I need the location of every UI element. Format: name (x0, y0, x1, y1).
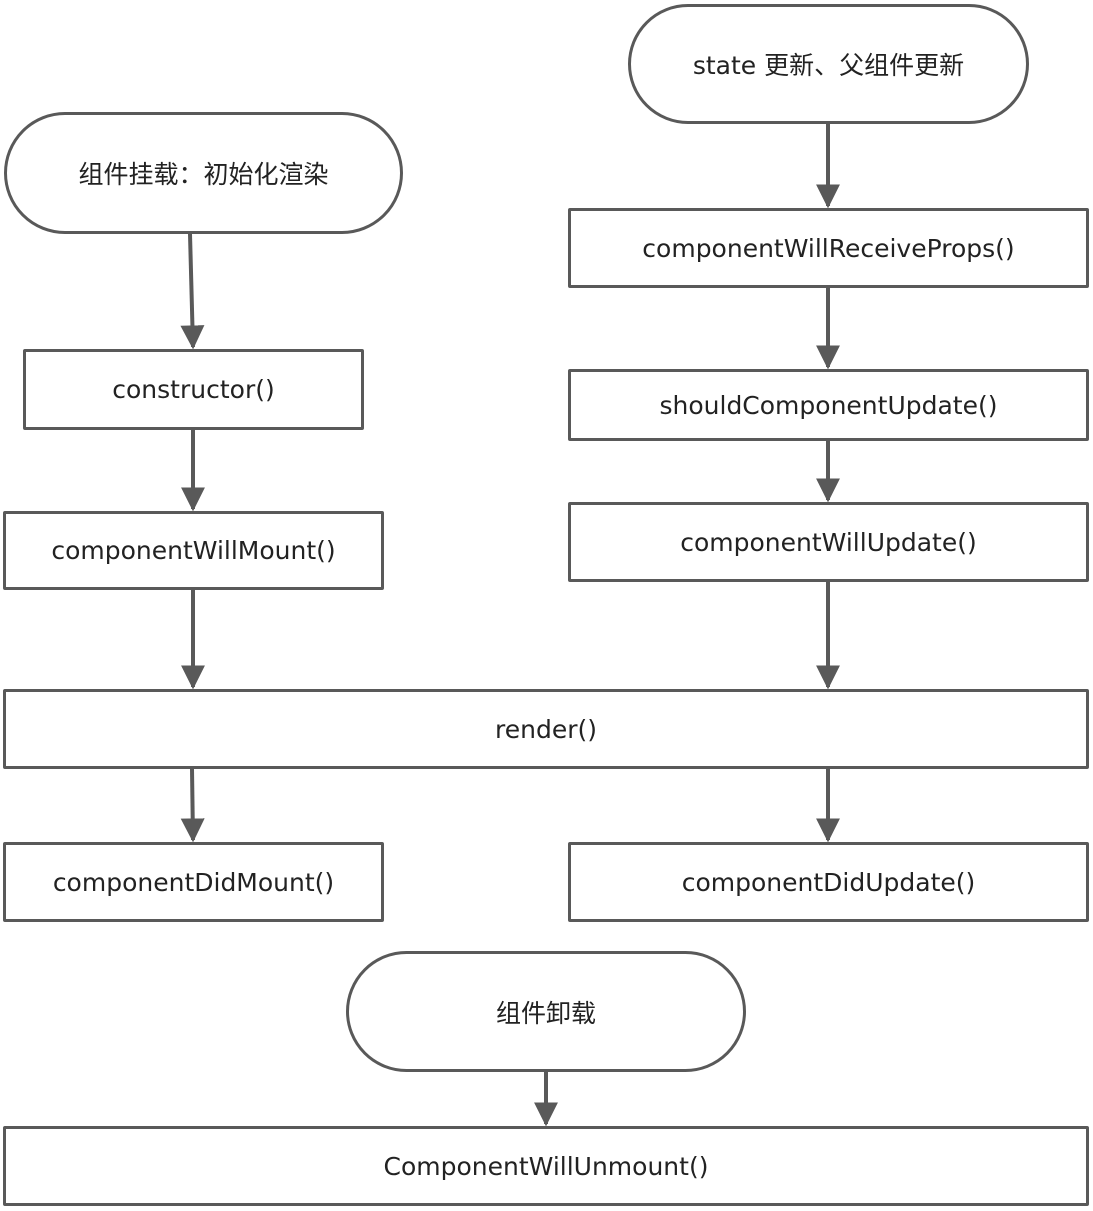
will-mount-label: componentWillMount() (51, 536, 336, 565)
render-label: render() (495, 714, 597, 744)
will-update-label: componentWillUpdate() (680, 527, 977, 557)
did-mount-node: componentDidMount() (3, 842, 384, 922)
did-update-label: componentDidUpdate() (681, 867, 976, 897)
will-mount-node: componentWillMount() (3, 511, 384, 590)
should-update-label: shouldComponentUpdate() (659, 390, 998, 420)
mount-start-node: 组件挂载：初始化渲染 (4, 112, 403, 234)
will-receive-props-node: componentWillReceiveProps() (568, 208, 1089, 288)
edge-render-to-did-mount (180, 768, 205, 843)
constructor-node: constructor() (23, 349, 364, 430)
render-node: render() (3, 689, 1089, 769)
edge-mount-start-to-constructor (180, 233, 205, 350)
will-unmount-label: ComponentWillUnmount() (383, 1151, 709, 1181)
will-unmount-node: ComponentWillUnmount() (3, 1126, 1089, 1206)
mount-start-label: 组件挂载：初始化渲染 (78, 160, 329, 189)
did-mount-label: componentDidMount() (52, 867, 335, 897)
did-update-node: componentDidUpdate() (568, 842, 1089, 922)
will-update-node: componentWillUpdate() (568, 502, 1089, 582)
will-receive-props-label: componentWillReceiveProps() (642, 233, 1015, 263)
constructor-label: constructor() (112, 375, 275, 404)
update-start-node: state 更新、父组件更新 (628, 4, 1029, 124)
update-start-label: state 更新、父组件更新 (692, 51, 965, 80)
unmount-start-label: 组件卸载 (495, 998, 596, 1028)
unmount-start-node: 组件卸载 (346, 951, 746, 1072)
should-update-node: shouldComponentUpdate() (568, 369, 1089, 441)
